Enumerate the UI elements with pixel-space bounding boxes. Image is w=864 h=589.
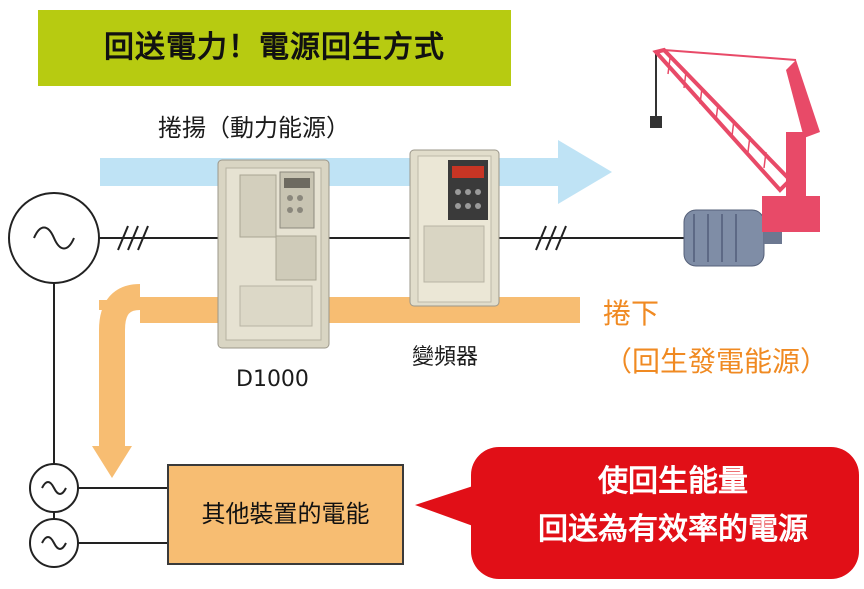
inverter-unit-image	[409, 149, 500, 307]
inverter-label: 變頻器	[412, 345, 479, 370]
motor-image	[683, 209, 782, 267]
callout-line-1: 使回生能量	[598, 464, 748, 499]
ac-source-small-2	[29, 518, 79, 568]
d1000-label: D1000	[236, 367, 309, 392]
ac-source-main	[8, 192, 100, 284]
other-devices-box: 其他裝置的電能	[167, 464, 404, 565]
d1000-unit-image	[217, 159, 330, 349]
callout-bubble	[415, 447, 859, 579]
page-title: 回送電力！電源回生方式	[38, 10, 511, 86]
hoist-label: 捲揚（動力能源）	[158, 114, 350, 142]
callout-line-2: 回送為有效率的電源	[538, 512, 808, 547]
crane-image	[650, 47, 820, 232]
three-phase-mark	[117, 225, 567, 251]
power-flow-arrow	[100, 140, 612, 204]
regen-flow-arrow	[92, 284, 580, 478]
lowering-label: 捲下	[603, 297, 660, 330]
ac-source-small-1	[29, 463, 79, 513]
regen-energy-label: （回生發電能源）	[604, 345, 829, 378]
callout-text: 使回生能量 回送為有效率的電源	[488, 458, 858, 554]
aux-wiring	[53, 283, 167, 544]
